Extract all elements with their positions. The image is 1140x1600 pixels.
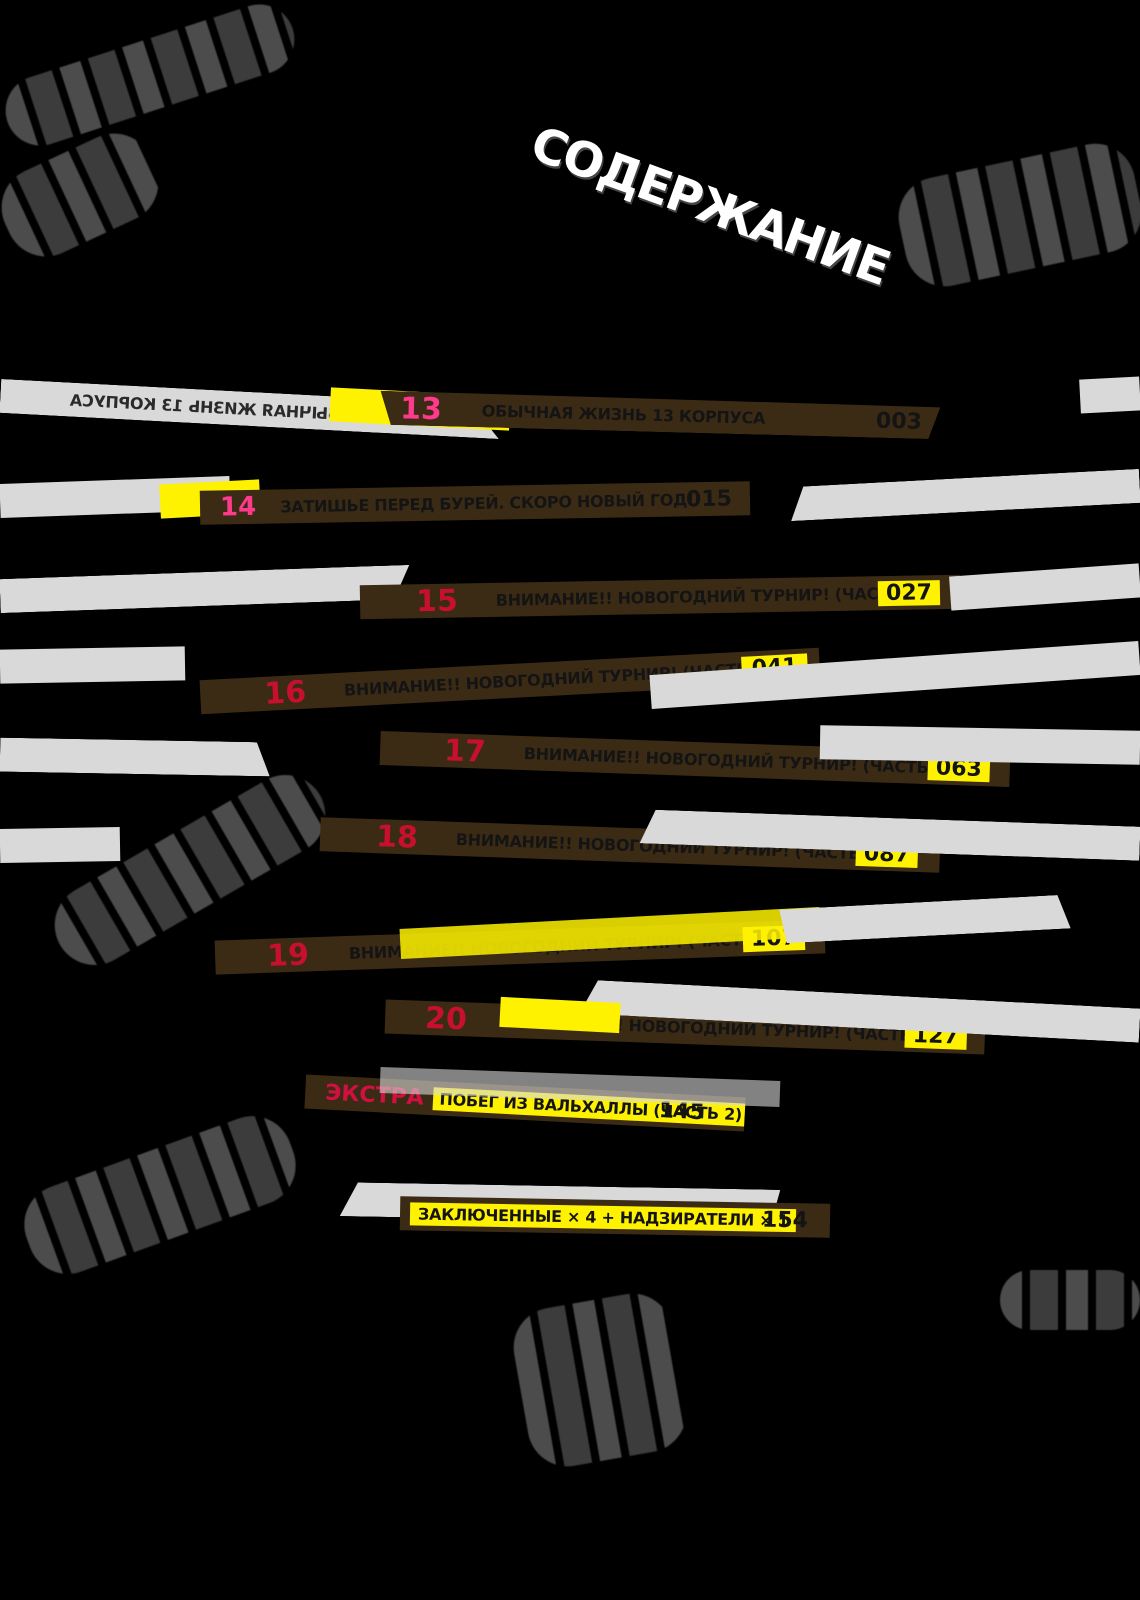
grunge-smear [891, 136, 1140, 294]
grunge-smear [507, 1287, 693, 1473]
entry-page: 003 [875, 408, 923, 435]
entry-title: ВНИМАНИЕ!! НОВОГОДНИЙ ТУРНИР! (ЧАСТЬ 1) [495, 582, 924, 610]
entry-number: 19 [266, 936, 310, 974]
ghost-strip [779, 894, 1070, 943]
entry-number: 13 [399, 390, 443, 427]
ghost-strip [819, 725, 1140, 765]
ghost-strip [949, 563, 1140, 611]
grunge-smear [1000, 1270, 1140, 1330]
grunge-smear [13, 1104, 307, 1286]
entry-number: 16 [263, 674, 307, 712]
toc-entry-14[interactable]: 14 ЗАТИШЬЕ ПЕРЕД БУРЕЙ. СКОРО НОВЫЙ ГОД!… [199, 481, 751, 525]
highlight-strip [499, 996, 621, 1034]
toc-entry-afterword[interactable]: ЗАКЛЮЧЕННЫЕ × 4 + НАДЗИРАТЕЛИ × 1 154 [399, 1196, 831, 1238]
entry-title: ЗАТИШЬЕ ПЕРЕД БУРЕЙ. СКОРО НОВЫЙ ГОД! [280, 489, 695, 516]
toc-entry-15[interactable]: 15 ВНИМАНИЕ!! НОВОГОДНИЙ ТУРНИР! (ЧАСТЬ … [359, 574, 961, 620]
ghost-strip [0, 738, 270, 777]
grunge-smear [0, 0, 304, 155]
entry-title-mirror: ОБЫЧНАЯ ЖИЗНЬ 13 КОРПУСА [69, 390, 354, 424]
entry-number: 17 [443, 732, 487, 770]
entry-number: 14 [219, 491, 257, 523]
entry-page: 015 [685, 486, 733, 512]
entry-page: 154 [761, 1207, 809, 1233]
entry-title: ОБЫЧНАЯ ЖИЗНЬ 13 КОРПУСА [481, 400, 766, 428]
ghost-strip [0, 565, 410, 613]
ghost-strip [789, 469, 1140, 521]
ghost-strip [649, 640, 1140, 710]
ghost-strip [0, 646, 186, 684]
ghost-strip [0, 826, 121, 864]
entry-number: 20 [424, 1000, 468, 1037]
entry-number: 18 [375, 818, 419, 856]
entry-number: 15 [415, 583, 459, 619]
page-title: СОДЕРЖАНИЕ [523, 115, 896, 297]
entry-page: 027 [877, 579, 941, 606]
entry-title: ЗАКЛЮЧЕННЫЕ × 4 + НАДЗИРАТЕЛИ × 1 [409, 1201, 797, 1232]
page-title-wrap: СОДЕРЖАНИЕ [523, 114, 896, 297]
ghost-strip [1079, 376, 1140, 414]
